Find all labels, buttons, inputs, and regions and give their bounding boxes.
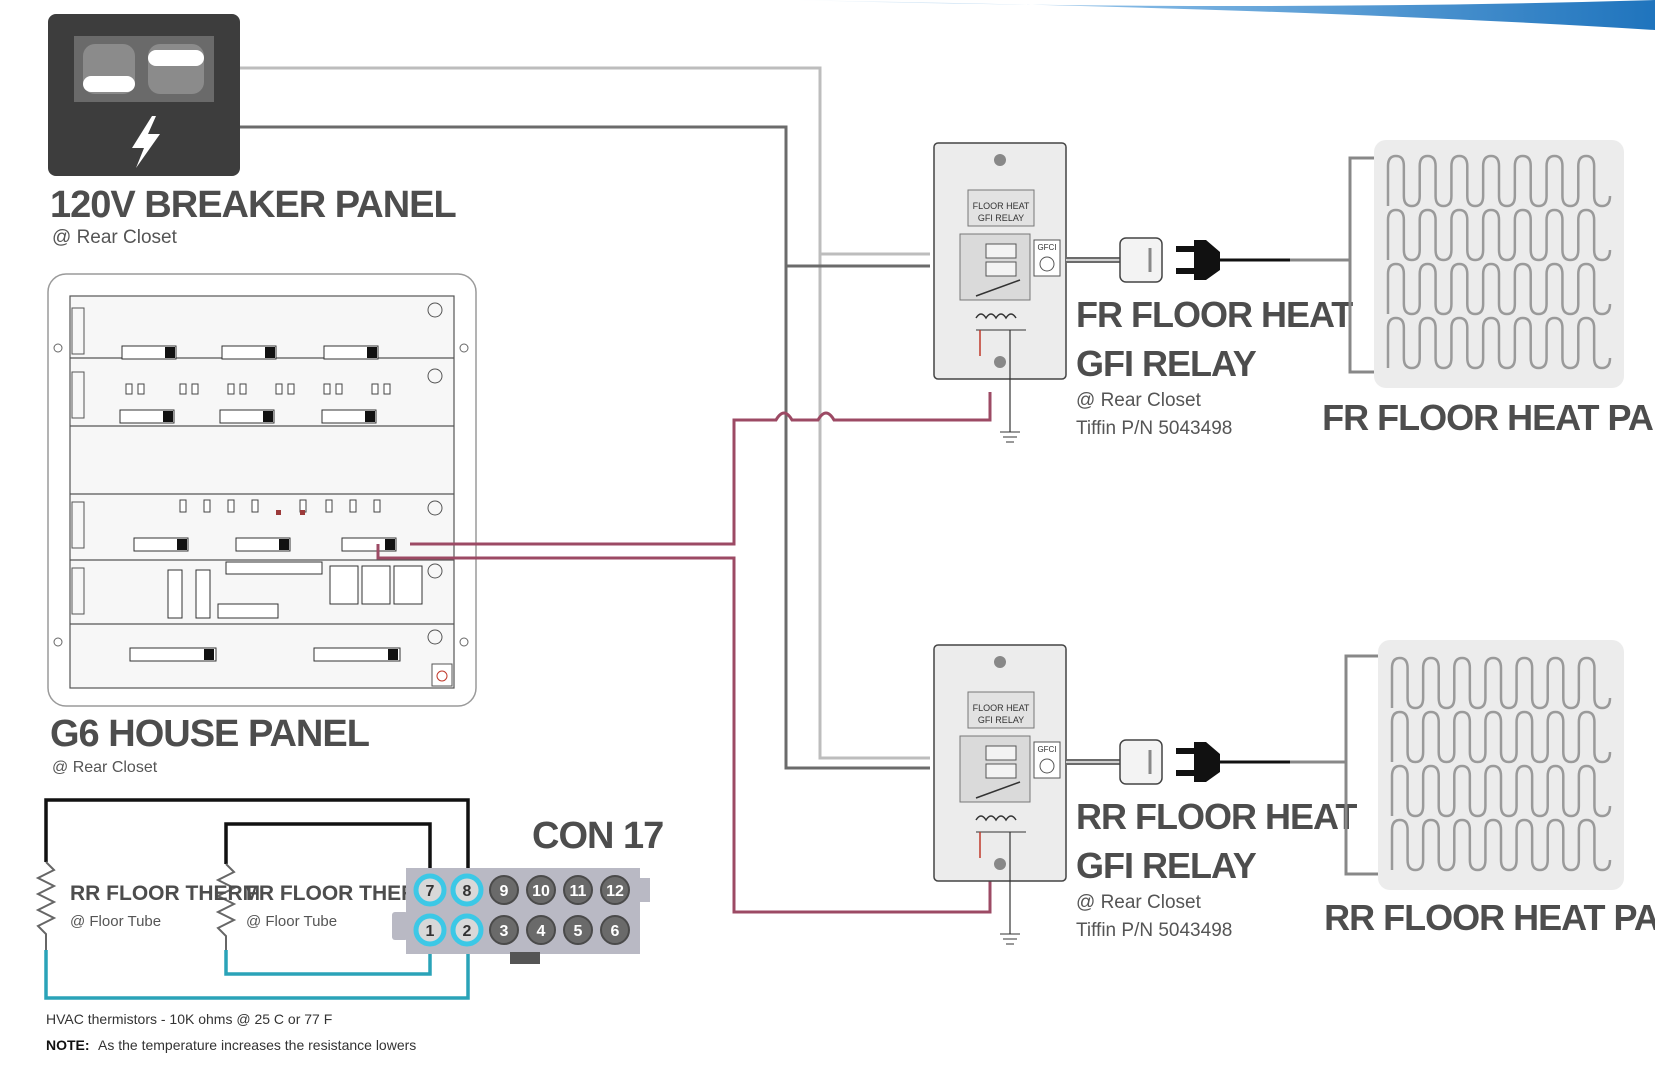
rr-heat-pad <box>1330 640 1624 890</box>
con17-pin-5 <box>563 915 593 945</box>
fr-relay-face-line1: FLOOR HEAT <box>973 201 1030 211</box>
rr-relay-face-line1: FLOOR HEAT <box>973 703 1030 713</box>
fr-heat-pad <box>1330 140 1624 388</box>
con17-pin-label: 5 <box>574 923 583 940</box>
fr-thermistor-resistor <box>215 863 237 950</box>
heat-element-row <box>1390 764 1612 818</box>
breaker-panel-location: @ Rear Closet <box>52 227 178 248</box>
fr-relay-face-line2: GFI RELAY <box>978 213 1024 223</box>
thermistor-spec-note: HVAC thermistors - 10K ohms @ 25 C or 77… <box>46 1011 332 1027</box>
rr-signal-wire <box>376 544 992 914</box>
fr-relay-part: Tiffin P/N 5043498 <box>1076 418 1232 439</box>
fr-relay-gfci: GFCI <box>1037 243 1056 252</box>
fr-therm-title: FR FLOOR THERM <box>246 882 434 905</box>
fr-relay-location: @ Rear Closet <box>1076 390 1202 411</box>
breaker-panel <box>48 14 240 176</box>
con17-pin-3 <box>489 915 519 945</box>
note-text: As the temperature increases the resista… <box>98 1037 416 1053</box>
con17-pin-label: 7 <box>426 883 435 900</box>
con17-pin-9 <box>489 875 519 905</box>
fr-signal-wire <box>410 392 992 546</box>
neutral-wire <box>240 66 930 760</box>
thermistor-wiring <box>44 798 470 1000</box>
heat-element-row <box>1386 316 1612 370</box>
breaker-panel-title: 120V BREAKER PANEL <box>50 184 457 226</box>
rr-therm-location: @ Floor Tube <box>70 913 161 930</box>
rr-relay-face-line2: GFI RELAY <box>978 715 1024 725</box>
con17-pin-2 <box>450 913 484 947</box>
heat-element-row <box>1386 154 1612 208</box>
con17-pin-8 <box>450 873 484 907</box>
con17-pin-label: 4 <box>537 923 546 940</box>
connector-title: CON 17 <box>532 815 663 857</box>
con17-pin-label: 3 <box>500 923 509 940</box>
con17-pin-4 <box>526 915 556 945</box>
heat-element-row <box>1390 818 1612 872</box>
con17-pin-label: 10 <box>532 883 550 900</box>
rr-heat-pad-title: RR FLOOR HEAT PAD <box>1324 897 1655 938</box>
house-panel-location: @ Rear Closet <box>52 759 158 776</box>
con17-pin-6 <box>600 915 630 945</box>
con17-pin-10 <box>526 875 556 905</box>
fr-therm-location: @ Floor Tube <box>246 913 337 930</box>
heat-element-row <box>1386 262 1612 316</box>
con17-pin-12 <box>600 875 630 905</box>
con17-pin-label: 6 <box>611 923 620 940</box>
rr-relay: FLOOR HEAT GFI RELAY GFCI <box>933 644 1330 945</box>
rr-relay-title-line1: RR FLOOR HEAT <box>1076 796 1357 837</box>
fr-relay: FLOOR HEAT GFI RELAY GFCI <box>933 142 1330 443</box>
con17-pin-label: 11 <box>570 883 587 900</box>
resistance-note: NOTE: As the temperature increases the r… <box>46 1037 416 1054</box>
con17-pin-label: 1 <box>426 923 435 940</box>
house-panel <box>47 273 477 707</box>
house-panel-title: G6 HOUSE PANEL <box>50 713 370 755</box>
con17-pin-11 <box>563 875 593 905</box>
heat-element-row <box>1386 208 1612 262</box>
breaker-switch-icon <box>83 44 204 94</box>
heat-element-row <box>1390 710 1612 764</box>
hot-wire <box>240 125 930 770</box>
con17-pin-label: 8 <box>463 883 472 900</box>
heat-element-row <box>1390 656 1612 710</box>
con17-pin-label: 9 <box>500 883 509 900</box>
rr-relay-gfci: GFCI <box>1037 745 1056 754</box>
rr-thermistor-resistor <box>35 861 57 950</box>
rr-relay-location: @ Rear Closet <box>1076 892 1202 913</box>
fr-relay-title-line2: GFI RELAY <box>1076 343 1257 384</box>
con17-pin-7 <box>413 873 447 907</box>
header-swoosh <box>790 0 1655 30</box>
rr-relay-part: Tiffin P/N 5043498 <box>1076 920 1232 941</box>
con17-pin-label: 2 <box>463 923 472 940</box>
con17-pin-label: 12 <box>606 883 624 900</box>
rr-therm-title: RR FLOOR THERM <box>70 882 260 905</box>
note-label: NOTE: <box>46 1037 90 1053</box>
lightning-icon <box>132 116 160 168</box>
fr-heat-pad-title: FR FLOOR HEAT PAD <box>1322 397 1655 438</box>
rr-relay-title-line2: GFI RELAY <box>1076 845 1257 886</box>
fr-relay-title-line1: FR FLOOR HEAT <box>1076 294 1353 335</box>
con17-pin-1 <box>413 913 447 947</box>
